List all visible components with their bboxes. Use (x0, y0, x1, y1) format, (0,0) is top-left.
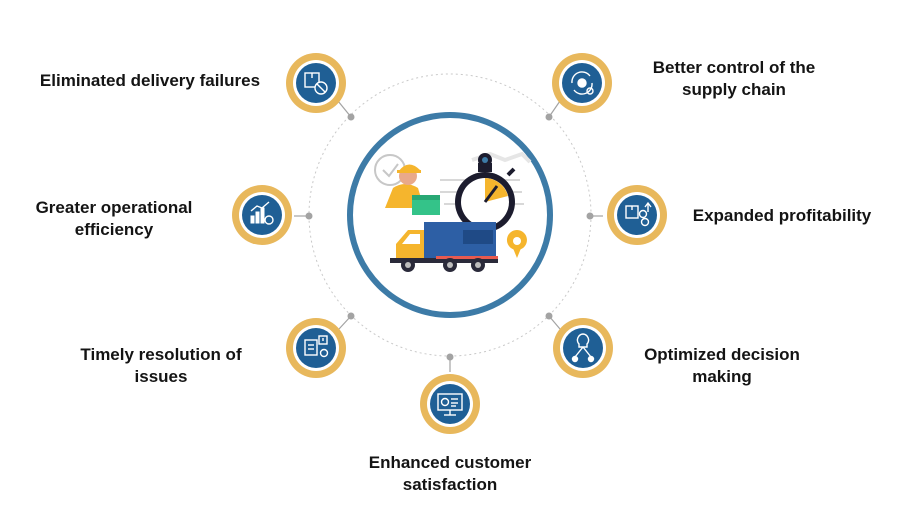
label-greater-operational-efficiency: Greater operational efficiency (35, 198, 193, 239)
lightbulb-decision-icon (571, 333, 595, 363)
label-optimized-decision-making: Optimized decision making (644, 345, 800, 386)
label-expanded-profitability: Expanded profitability (692, 206, 872, 225)
label-timely-resolution-of-issues: Timely resolution of issues (80, 345, 242, 386)
label-better-control-supply-chain: Better control of the supply chain (652, 58, 816, 99)
node-eliminated-delivery-failures (286, 53, 346, 113)
connectors (294, 100, 603, 372)
growth-chart-gear-icon (250, 201, 274, 225)
package-blocked-icon (304, 72, 328, 95)
issue-settings-icon (304, 335, 329, 358)
node-optimized-decision-making (553, 318, 613, 378)
node-timely-resolution-of-issues (286, 318, 346, 378)
node-greater-operational-efficiency (232, 185, 292, 245)
central-hub (347, 112, 553, 318)
monitor-rating-icon (437, 393, 463, 416)
node-better-control-supply-chain (552, 53, 612, 113)
node-expanded-profitability (607, 185, 667, 245)
label-enhanced-customer-satisfaction: Enhanced customer satisfaction (368, 453, 532, 494)
node-enhanced-customer-satisfaction (420, 374, 480, 434)
label-eliminated-delivery-failures: Eliminated delivery failures (39, 71, 261, 90)
gear-cycle-icon (571, 71, 594, 95)
delivery-truck-stopwatch-illustration (374, 151, 532, 272)
box-coins-icon (625, 201, 652, 227)
